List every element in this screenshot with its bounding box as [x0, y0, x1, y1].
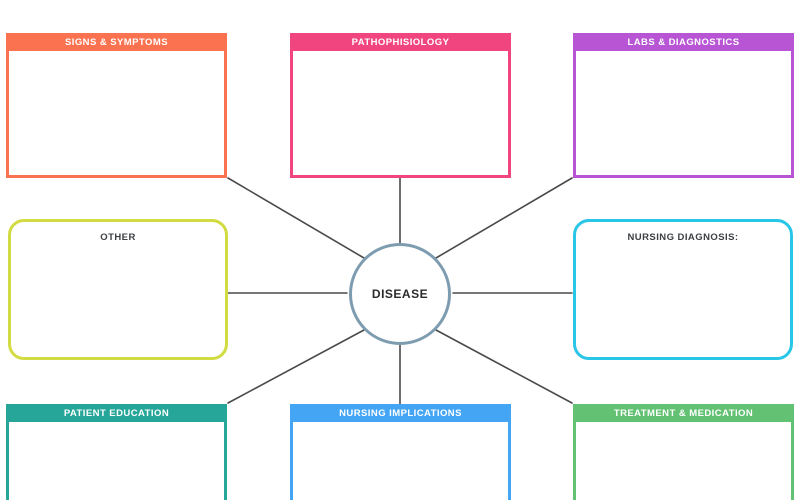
- node-body-pathophisiology[interactable]: [293, 51, 508, 175]
- node-body-signs-symptoms[interactable]: [9, 51, 224, 175]
- node-title-patient-education: PATIENT EDUCATION: [8, 406, 225, 422]
- center-node-label: DISEASE: [371, 287, 429, 301]
- center-node-disease[interactable]: DISEASE: [349, 243, 451, 345]
- node-signs-symptoms[interactable]: SIGNS & SYMPTOMS: [6, 33, 227, 178]
- node-labs-diagnostics[interactable]: LABS & DIAGNOSTICS: [573, 33, 794, 178]
- node-body-other[interactable]: [11, 244, 225, 357]
- connector-patient-education: [227, 329, 365, 404]
- connector-signs-symptoms: [227, 177, 365, 259]
- node-title-nursing-implications: NURSING IMPLICATIONS: [292, 406, 509, 422]
- node-title-labs-diagnostics: LABS & DIAGNOSTICS: [575, 35, 792, 51]
- connector-treatment-medication: [435, 329, 573, 404]
- node-title-treatment-medication: TREATMENT & MEDICATION: [575, 406, 792, 422]
- node-title-nursing-diagnosis: NURSING DIAGNOSIS:: [627, 232, 739, 243]
- node-body-patient-education[interactable]: [9, 422, 224, 500]
- node-body-nursing-diagnosis[interactable]: [576, 244, 790, 357]
- node-pathophisiology[interactable]: PATHOPHISIOLOGY: [290, 33, 511, 178]
- connector-labs-diagnostics: [435, 177, 573, 259]
- node-nursing-implications[interactable]: NURSING IMPLICATIONS: [290, 404, 511, 500]
- node-treatment-medication[interactable]: TREATMENT & MEDICATION: [573, 404, 794, 500]
- node-title-pathophisiology: PATHOPHISIOLOGY: [292, 35, 509, 51]
- node-patient-education[interactable]: PATIENT EDUCATION: [6, 404, 227, 500]
- node-body-labs-diagnostics[interactable]: [576, 51, 791, 175]
- node-title-signs-symptoms: SIGNS & SYMPTOMS: [8, 35, 225, 51]
- node-body-treatment-medication[interactable]: [576, 422, 791, 500]
- node-title-other: OTHER: [100, 232, 136, 243]
- node-body-nursing-implications[interactable]: [293, 422, 508, 500]
- node-other[interactable]: OTHER: [8, 219, 228, 360]
- node-nursing-diagnosis[interactable]: NURSING DIAGNOSIS:: [573, 219, 793, 360]
